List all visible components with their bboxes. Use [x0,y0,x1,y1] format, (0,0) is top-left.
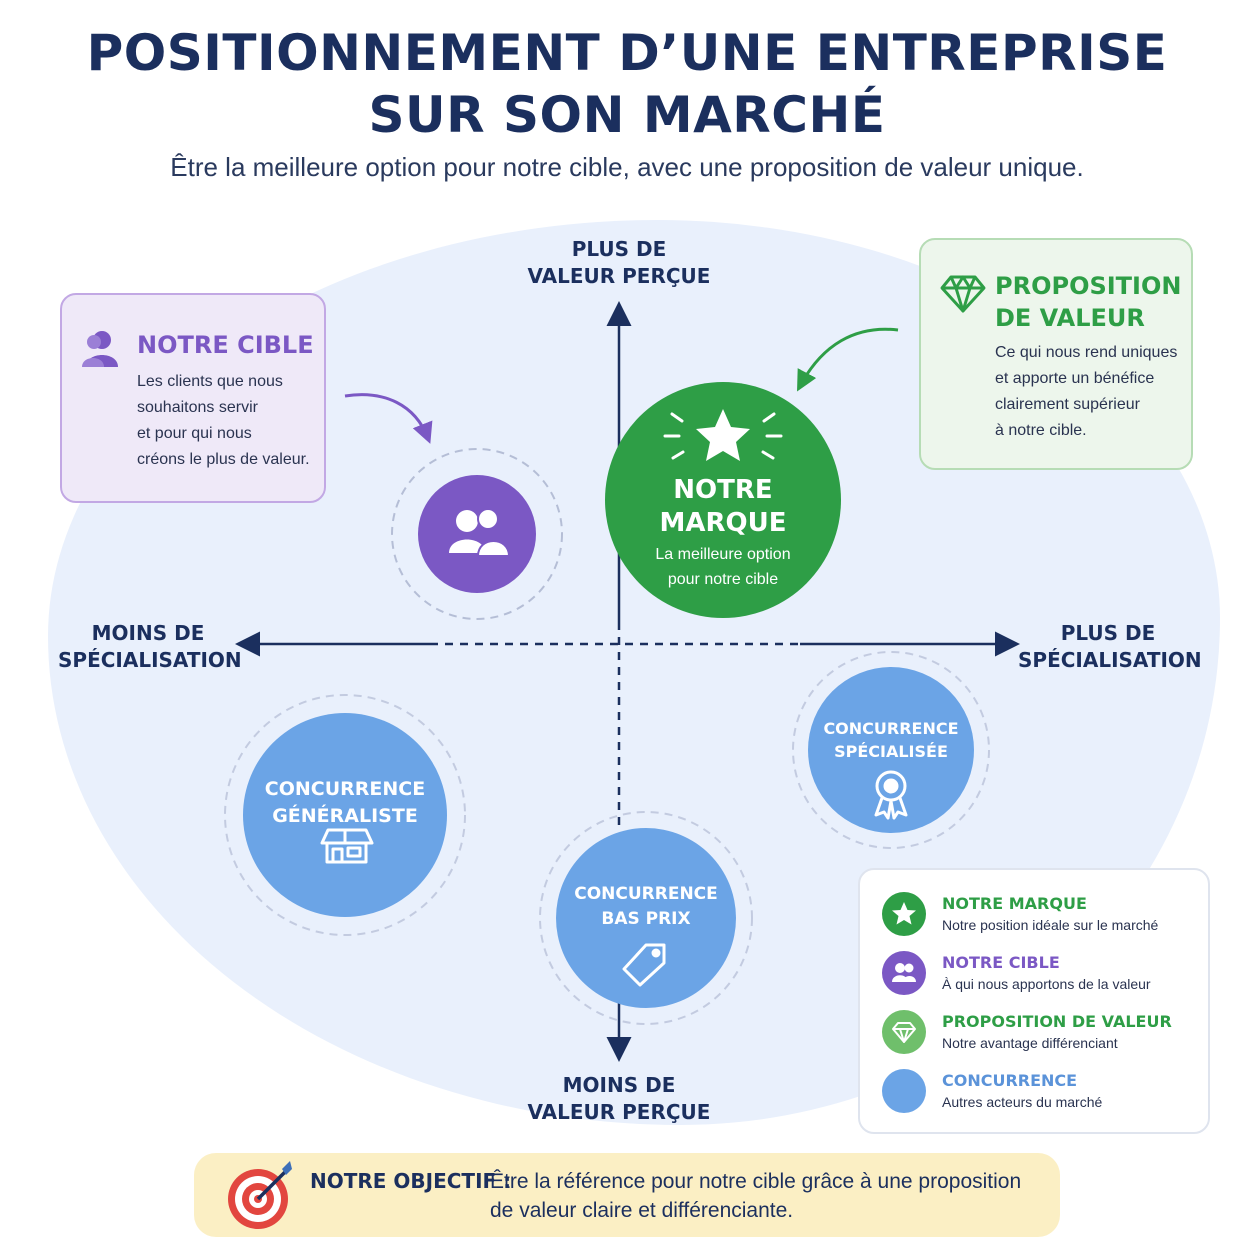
legend-dot-competition [882,1069,926,1113]
axis-label-right: PLUS DE SPÉCIALISATION [1018,621,1202,672]
target-card-text: Les clients que nous souhaitons servir e… [137,373,310,468]
sparkle-lines [663,412,783,460]
value-proposition-card: PROPOSITION DE VALEUR Ce qui nous rend u… [919,238,1193,470]
legend: NOTRE MARQUE Notre position idéale sur l… [858,868,1210,1134]
objective-label: NOTRE OBJECTIF : [310,1169,512,1193]
target-node[interactable] [418,475,536,593]
legend-item-brand: NOTRE MARQUE Notre position idéale sur l… [882,890,1202,940]
title-line-2: SUR SON MARCHÉ [368,86,886,144]
value-card-title: PROPOSITION DE VALEUR [995,272,1182,332]
brand-node-sub: La meilleure option pour notre cible [655,546,791,588]
target-arrow [344,393,433,444]
diamond-icon [892,1022,916,1043]
legend-dot-value [882,1010,926,1054]
value-arrow [797,327,899,392]
diamond-icon [940,275,986,313]
generalist-node-ring [224,694,466,936]
page-subtitle: Être la meilleure option pour notre cibl… [170,152,1084,182]
lowprice-node-ring [539,811,753,1025]
specialized-node-ring [792,651,990,849]
objective-banner: NOTRE OBJECTIF : Être la référence pour … [194,1153,1060,1237]
legend-dot-target [882,951,926,995]
page-title: POSITIONNEMENT D’UNE ENTREPRISE SUR SON … [0,22,1254,146]
title-line-1: POSITIONNEMENT D’UNE ENTREPRISE [86,24,1168,82]
specialized-node[interactable] [808,667,974,833]
target-card: NOTRE CIBLE Les clients que nous souhait… [60,293,326,503]
award-icon [874,770,908,820]
legend-item-value: PROPOSITION DE VALEUR Notre avantage dif… [882,1008,1202,1058]
value-card-text: Ce qui nous rend uniques et apporte un b… [995,344,1178,439]
axis-label-bottom: MOINS DE VALEUR PERÇUE [527,1073,711,1124]
target-card-title: NOTRE CIBLE [137,331,314,359]
brand-node[interactable] [605,382,841,618]
star-icon [696,409,750,461]
lowprice-node-label: CONCURRENCE BAS PRIX [574,884,718,929]
axis-label-left: MOINS DE SPÉCIALISATION [58,621,242,672]
generalist-node-label: CONCURRENCE GÉNÉRALISTE [264,778,426,827]
price-tag-icon [622,943,666,987]
axis-label-top: PLUS DE VALEUR PERÇUE [527,237,711,288]
generalist-node[interactable] [243,713,447,917]
legend-item-target: NOTRE CIBLE À qui nous apportons de la v… [882,949,1202,999]
lowprice-node[interactable] [556,828,736,1008]
target-icon [228,1161,292,1229]
legend-item-competition: CONCURRENCE Autres acteurs du marché [882,1067,1202,1117]
users-icon [82,331,118,367]
legend-dot-brand [882,892,926,936]
store-icon [320,828,374,864]
users-icon [892,963,916,982]
star-icon [892,902,916,925]
target-node-ring [391,448,563,620]
objective-text: Être la référence pour notre cible grâce… [490,1170,1022,1222]
brand-node-label: NOTRE MARQUE [659,475,787,538]
users-icon [449,508,511,557]
specialized-node-label: CONCURRENCE SPÉCIALISÉE [823,719,959,761]
